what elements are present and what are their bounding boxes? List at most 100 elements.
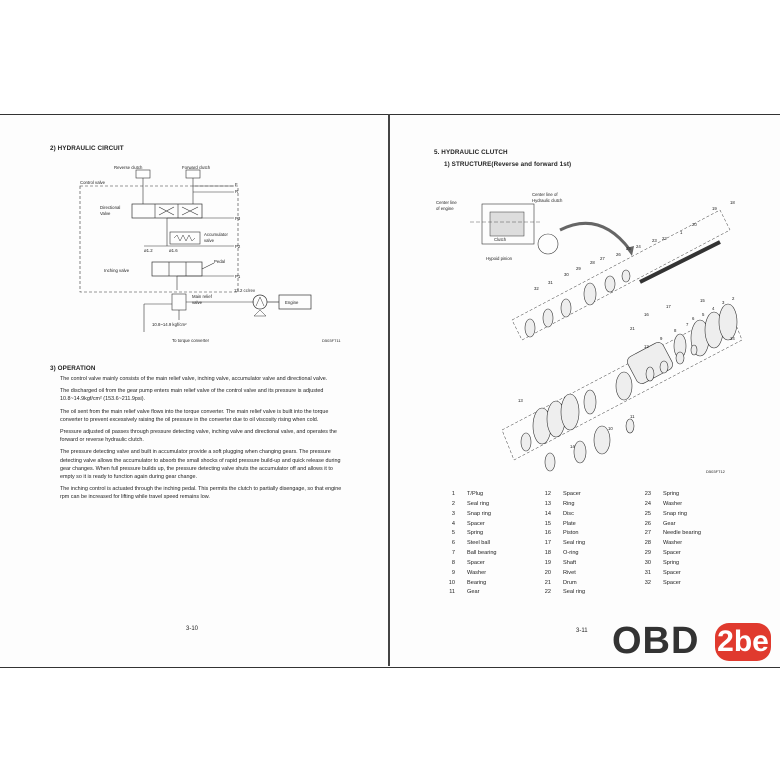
paragraph: The discharged oil from the gear pump en… xyxy=(60,388,324,403)
svg-text:27: 27 xyxy=(600,256,605,261)
svg-text:28: 28 xyxy=(590,260,595,265)
svg-text:22: 22 xyxy=(662,236,667,241)
label-forward-clutch: Forward clutch xyxy=(182,165,211,170)
svg-text:31: 31 xyxy=(548,280,553,285)
svg-text:14: 14 xyxy=(570,444,575,449)
svg-text:13: 13 xyxy=(518,398,523,403)
svg-text:8: 8 xyxy=(674,328,677,333)
svg-text:32: 32 xyxy=(534,286,539,291)
label-clutch: Clutch xyxy=(494,237,507,242)
logo-badge: 2be xyxy=(715,623,771,661)
svg-text:17: 17 xyxy=(666,304,671,309)
svg-text:14: 14 xyxy=(730,336,735,341)
page-number-right: 3-11 xyxy=(576,628,588,634)
svg-text:3: 3 xyxy=(722,300,725,305)
label-main-relief-1: Main relief xyxy=(192,294,213,299)
svg-text:15: 15 xyxy=(700,298,705,303)
label-center-clutch-2: Hydraulic clutch xyxy=(532,198,563,203)
paragraph: The pressure detecting valve and built i… xyxy=(60,449,341,481)
label-reverse-clutch: Reverse clutch xyxy=(114,165,143,170)
label-accumulator-1: Accumulator xyxy=(204,232,228,237)
svg-text:25: 25 xyxy=(626,246,631,251)
svg-text:18: 18 xyxy=(730,200,735,205)
logo-text: OBD xyxy=(612,620,700,662)
left-page: 2) HYDRAULIC CIRCUIT xyxy=(0,114,388,666)
label-to-torque: To torque converter xyxy=(172,338,210,343)
paragraph: The inching control is actuated through … xyxy=(60,486,342,501)
operation-heading: 3) OPERATION xyxy=(50,365,96,372)
label-accumulator-2: valve xyxy=(204,238,215,243)
paragraph: The control valve mainly consists of the… xyxy=(60,376,328,382)
svg-text:21: 21 xyxy=(630,326,635,331)
label-hypoid: Hypoid pinion xyxy=(486,256,513,261)
hydraulic-circuit-heading: 2) HYDRAULIC CIRCUIT xyxy=(50,145,124,152)
paragraph: The oil sent from the main relief valve … xyxy=(60,408,329,423)
label-pressure: 10.8~14.9 kgf/cm² xyxy=(152,322,187,327)
label-port-p2: P2 xyxy=(235,244,241,249)
page-gutter xyxy=(388,114,390,666)
figure-code-left: D503FT11 xyxy=(322,338,341,343)
label-directional-2: Valve xyxy=(100,211,111,216)
paragraph: Pressure adjusted oil passes through pre… xyxy=(60,429,337,444)
label-flow: 13.2 cc/rev xyxy=(234,288,256,293)
clutch-exploded-diagram: Center line of engine Center line of Hyd… xyxy=(436,192,743,472)
svg-text:16: 16 xyxy=(644,312,649,317)
page-number-left: 3-10 xyxy=(186,626,199,632)
label-port-r: R xyxy=(235,189,238,194)
label-engine: Engine xyxy=(285,300,299,305)
svg-text:19: 19 xyxy=(712,206,717,211)
label-main-relief-2: valve xyxy=(192,300,203,305)
hydraulic-circuit-diagram: Reverse clutch Forward clutch Control va… xyxy=(79,165,312,343)
svg-text:2: 2 xyxy=(732,296,735,301)
label-orifice-left: ø1.2 xyxy=(144,248,153,253)
obd2be-logo: OBD 2be xyxy=(612,620,772,666)
label-center-clutch-1: Center line of xyxy=(532,192,558,197)
label-directional-1: Directional xyxy=(100,205,120,210)
svg-text:12: 12 xyxy=(644,344,649,349)
label-center-engine-1: Center line xyxy=(436,200,457,205)
svg-text:7: 7 xyxy=(686,322,689,327)
label-pedal: Pedal xyxy=(214,259,225,264)
label-port-p1: P1 xyxy=(235,274,241,279)
label-port-f: F xyxy=(235,182,238,187)
label-control-valve: Control valve xyxy=(80,180,106,185)
operation-text: The control valve mainly consists of the… xyxy=(60,375,348,506)
svg-text:10: 10 xyxy=(608,426,613,431)
label-inching-valve: Inching valve xyxy=(104,268,130,273)
svg-text:6: 6 xyxy=(692,316,695,321)
svg-text:29: 29 xyxy=(576,266,581,271)
label-port-p3: P3 xyxy=(235,216,241,221)
svg-text:30: 30 xyxy=(564,272,569,277)
